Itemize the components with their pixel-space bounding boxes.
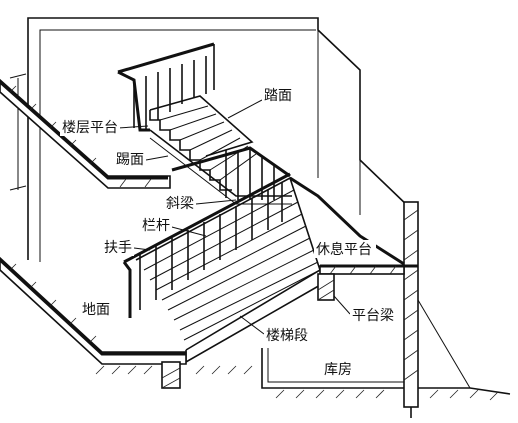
exterior-ground: [418, 387, 511, 395]
label-landing-beam: 平台梁: [352, 308, 394, 324]
floor-slab-hatch: [9, 85, 152, 188]
leader-baluster: [167, 225, 207, 237]
label-handrail: 扶手: [104, 240, 132, 256]
upper-railing: [117, 42, 291, 200]
right-column: [403, 201, 419, 408]
rest-landing-hatch: [329, 265, 397, 275]
label-tread: 踏面: [264, 88, 292, 104]
leader-lines: [117, 99, 351, 335]
leader-tread: [227, 99, 263, 119]
lower-railing: [122, 172, 291, 318]
leader-floor-landing: [117, 125, 149, 129]
leader-stringer: [195, 199, 237, 205]
lower-flight-outline: [135, 176, 321, 351]
break-mark-bottom: [9, 185, 27, 191]
label-riser: 踢面: [116, 152, 144, 168]
leader-riser: [145, 155, 169, 161]
lower-handrail-end: [122, 261, 132, 318]
ground-floor: [0, 256, 511, 418]
label-floor-landing: 楼层平台: [62, 120, 118, 136]
floor-slab-top: [0, 80, 168, 180]
exterior-slope: [417, 299, 471, 389]
storage-floor-inner: [267, 348, 404, 383]
back-wall-inner: [39, 29, 316, 262]
label-stair-flight: 楼梯段: [266, 328, 308, 344]
break-mark-top: [9, 73, 27, 79]
landing-beam: [317, 273, 335, 301]
label-storage-room: 库房: [324, 362, 352, 378]
back-wall: [27, 17, 411, 260]
earth-hatch: [95, 365, 499, 401]
label-baluster: 栏杆: [142, 218, 170, 234]
upper-handrail-end: [117, 70, 150, 132]
label-stringer: 斜梁: [166, 196, 194, 212]
upper-flight-top: [149, 95, 254, 157]
diagram-labels: 踏面 楼层平台 踢面 斜梁 栏杆 扶手 休息平台 地面 平台梁 楼梯段 库房: [60, 86, 398, 378]
ground-slab-hatch: [9, 263, 97, 343]
lower-handrail: [123, 172, 291, 264]
label-ground: 地面: [82, 302, 110, 318]
lower-flight-underside: [185, 283, 323, 364]
storage-floor: [261, 348, 404, 389]
upper-balusters: [133, 44, 275, 200]
lower-balusters: [139, 182, 283, 310]
rest-landing-slab: [289, 176, 418, 301]
floor-landing-slab: [0, 78, 171, 189]
leader-landing-beam: [333, 295, 351, 315]
ground-slab-top: [0, 258, 186, 356]
rest-landing-edge: [289, 176, 405, 266]
column-hatch: [403, 209, 419, 381]
leader-handrail: [133, 247, 151, 251]
label-rest-landing: 休息平台: [316, 241, 372, 258]
upper-handrail-top: [117, 42, 215, 74]
leader-stair-flight: [239, 315, 265, 335]
footing-left: [161, 361, 181, 389]
lower-tread-lines: [143, 189, 321, 341]
